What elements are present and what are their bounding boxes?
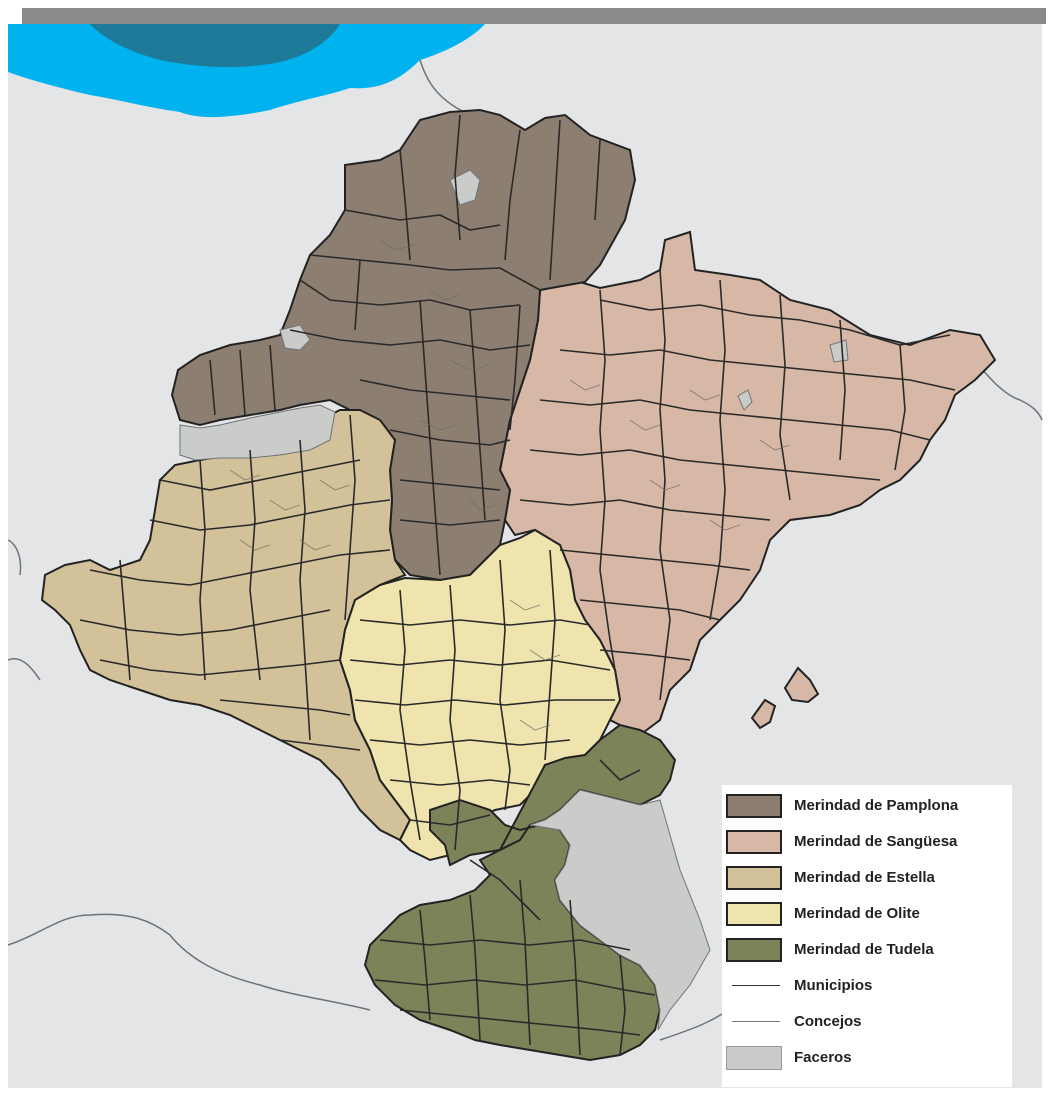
border-line-south <box>7 913 371 1011</box>
faceros-aralar <box>279 324 311 351</box>
border-line-east <box>974 359 1043 421</box>
legend-label-estella: Merindad de Estella <box>794 869 935 886</box>
legend-swatch-tudela <box>726 938 782 962</box>
legend-label-pamplona: Merindad de Pamplona <box>794 797 959 814</box>
municipio-boundaries <box>79 114 956 1056</box>
map-legend: Merindad de Pamplona Merindad de Sangües… <box>722 785 1012 1087</box>
legend-label-concejos: Concejos <box>794 1013 862 1030</box>
concejo-boundaries <box>229 239 791 731</box>
legend-label-faceros: Faceros <box>794 1049 852 1066</box>
legend-line-municipios <box>732 985 780 986</box>
island-sanguesa-1 <box>783 666 820 704</box>
legend-label-tudela: Merindad de Tudela <box>794 941 934 958</box>
legend-item-concejos: Concejos <box>726 1007 1012 1037</box>
legend-swatch-faceros <box>726 1046 782 1070</box>
legend-label-sanguesa: Merindad de Sangüesa <box>794 833 958 850</box>
legend-item-olite: Merindad de Olite <box>726 899 1012 929</box>
region-sanguesa <box>498 230 997 737</box>
legend-item-sanguesa: Merindad de Sangüesa <box>726 827 1012 857</box>
legend-swatch-pamplona <box>726 794 782 818</box>
sea-deep-water <box>90 24 340 68</box>
legend-swatch-sanguesa <box>726 830 782 854</box>
legend-item-municipios: Municipios <box>726 971 1012 1001</box>
legend-swatch-estella <box>726 866 782 890</box>
legend-item-estella: Merindad de Estella <box>726 863 1012 893</box>
legend-line-concejos <box>732 1021 780 1022</box>
legend-item-tudela: Merindad de Tudela <box>726 935 1012 965</box>
faceros-east-lake <box>737 389 753 411</box>
faceros-north-enclave <box>449 169 481 206</box>
border-line-west <box>7 539 41 681</box>
legend-swatch-olite <box>726 902 782 926</box>
faceros-andia-urbasa <box>179 404 336 461</box>
legend-item-faceros: Faceros <box>726 1043 1012 1073</box>
legend-label-municipios: Municipios <box>794 977 873 994</box>
faceros-bardenas <box>529 789 711 1031</box>
island-sanguesa-2 <box>750 698 777 730</box>
legend-label-olite: Merindad de Olite <box>794 905 920 922</box>
faceros-east-patch <box>829 339 849 363</box>
legend-item-pamplona: Merindad de Pamplona <box>726 791 1012 821</box>
top-frame-bar <box>22 8 1046 24</box>
